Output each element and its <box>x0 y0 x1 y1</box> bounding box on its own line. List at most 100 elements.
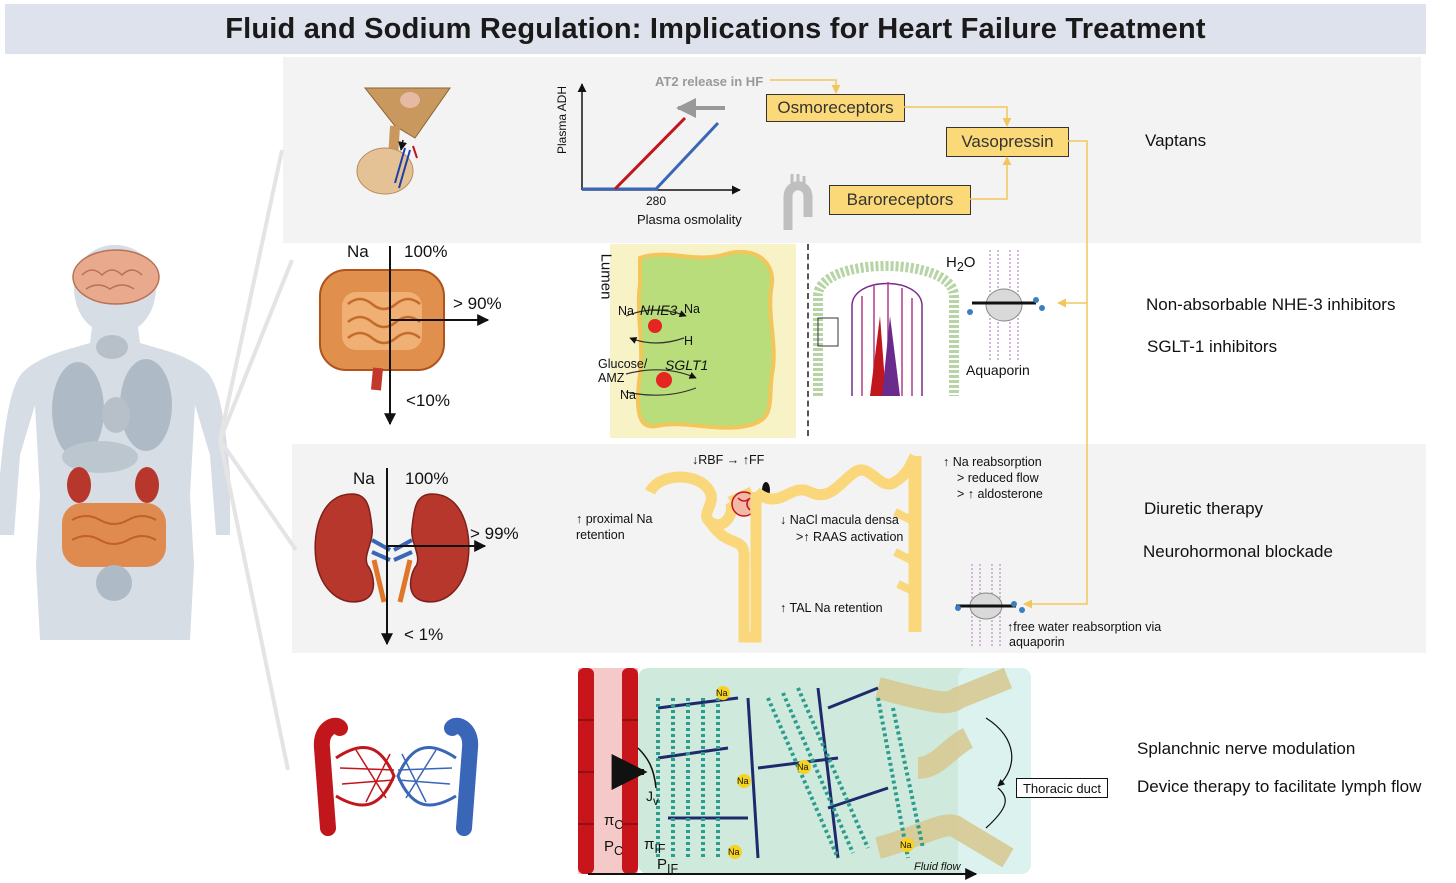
na-badge-label-1: Na <box>716 688 728 698</box>
kidney-pct-top: 100% <box>405 469 449 488</box>
free-water-label-2: aquaporin <box>1009 635 1065 649</box>
aortic-arch-illustration <box>783 174 813 230</box>
na-right-label: Na <box>684 302 700 316</box>
h2o-o: O <box>963 254 976 271</box>
aquaporin-channel-2 <box>955 564 1025 646</box>
nhe3-transporter <box>648 319 662 333</box>
aquaporin-label: Aquaporin <box>966 362 1030 378</box>
ff-text: FF <box>748 453 765 467</box>
connector-lines <box>218 149 298 771</box>
na-reabs-label-1: ↑ Na reabsorption <box>943 455 1042 469</box>
na-left-label: Na <box>618 304 634 318</box>
kidney-right-icon <box>135 467 159 503</box>
na-badge-1 <box>716 686 730 700</box>
vasopressin-box: Vasopressin <box>946 127 1069 157</box>
thoracic-duct-box: Thoracic duct <box>1016 778 1108 798</box>
macula-text-1: NaCl macula densa <box>789 513 899 527</box>
gut-na-label: Na <box>347 242 369 261</box>
thyroid-icon <box>96 335 128 359</box>
p-if-label: PIF <box>657 856 678 876</box>
na-reabs-text-3: > <box>957 487 965 501</box>
sglt1-transporter <box>656 372 672 388</box>
bladder-icon <box>96 565 132 601</box>
kidney-left-icon <box>67 467 91 503</box>
tal-label: ↑ TAL Na retention <box>780 601 883 615</box>
human-body-illustration <box>0 245 230 640</box>
pi-c-text: π <box>604 812 615 829</box>
h2o-sub: 2 <box>956 260 964 274</box>
kidney-pct-right: > 99% <box>470 524 519 543</box>
page-title: Fluid and Sodium Regulation: Implication… <box>225 12 1206 45</box>
adh-osmolality-chart <box>577 83 741 195</box>
treatment-vaptans: Vaptans <box>1145 131 1207 150</box>
pi-if-sub: IF <box>654 842 666 856</box>
nhe3-label: NHE3 <box>640 302 678 318</box>
rbf-text: RBF → <box>698 453 743 467</box>
glucose-label: Glucose/ <box>598 357 648 371</box>
treatment-nhe3: Non-absorbable NHE-3 inhibitors <box>1146 295 1396 314</box>
pi-if-label: πIF <box>644 836 665 856</box>
hf-adh-line <box>613 116 687 191</box>
fluid-flow-label: Fluid flow <box>914 861 961 873</box>
osmoreceptors-box: Osmoreceptors <box>766 94 905 122</box>
na-badge-3 <box>797 760 811 774</box>
h2o-h: H <box>946 254 957 271</box>
treatment-sglt1: SGLT-1 inhibitors <box>1147 337 1278 356</box>
sglt1-label: SGLT1 <box>665 357 709 373</box>
na-reabs-label-3: > ↑ aldosterone <box>957 487 1043 501</box>
na-badge-label-4: Na <box>728 847 740 857</box>
gut-pct-bottom: <10% <box>406 391 450 410</box>
treatment-diuretic: Diuretic therapy <box>1144 499 1264 518</box>
p-if-text: P <box>657 856 668 873</box>
gut-pct-top: 100% <box>404 242 448 261</box>
proximal-label-1: ↑ proximal Na <box>576 512 653 526</box>
p-c-label: PC <box>604 838 623 858</box>
chart-x-tick: 280 <box>646 194 667 208</box>
gut-pct-right: > 90% <box>453 294 502 313</box>
na-bottom-label: Na <box>620 388 636 402</box>
kidney-pct-bottom: < 1% <box>404 625 444 644</box>
chart-x-label: Plasma osmolality <box>637 212 742 227</box>
interstitium-illustration <box>578 667 1031 880</box>
dashed-divider <box>807 244 809 436</box>
p-c-text: P <box>604 838 615 855</box>
p-if-sub: IF <box>667 862 679 876</box>
pi-if-text: π <box>644 836 655 853</box>
pituitary-illustration <box>356 87 451 195</box>
heart-icon <box>102 397 130 433</box>
free-water-text-1: free water reabsorption via <box>1013 620 1162 634</box>
macula-label-2: >↑ RAAS activation <box>796 530 904 544</box>
jv-label: Jv <box>646 788 659 808</box>
baroreceptors-box: Baroreceptors <box>829 185 971 215</box>
free-water-label-1: ↑free water reabsorption via <box>1007 620 1162 634</box>
na-reabs-text-4: aldosterone <box>977 487 1043 501</box>
pi-c-label: πC <box>604 812 623 832</box>
rbf-label: ↓RBF → ↑FF <box>692 453 765 467</box>
macula-text-2: > <box>796 530 804 544</box>
treatment-neurohormonal: Neurohormonal blockade <box>1143 542 1333 561</box>
enterocyte-illustration <box>610 244 796 438</box>
kidney-na-label: Na <box>353 469 375 488</box>
treatment-lymph-device: Device therapy to facilitate lymph flow <box>1137 777 1422 796</box>
intestine-axes <box>384 246 490 426</box>
macula-text-3: RAAS activation <box>813 530 904 544</box>
liver-icon <box>62 441 138 473</box>
pi-c-sub: C <box>614 818 624 832</box>
capillary-bed-illustration <box>313 717 479 836</box>
tal-text: TAL Na retention <box>789 601 883 615</box>
intestine-icon <box>62 503 166 567</box>
lumen-label: Lumen <box>597 253 615 300</box>
na-badge-label-2: Na <box>737 776 749 786</box>
thoracic-duct-label: Thoracic duct <box>1022 780 1102 796</box>
brain-icon <box>72 249 160 305</box>
lung-right-icon <box>120 359 172 451</box>
proximal-label-2: retention <box>576 528 625 542</box>
jv-text: J <box>646 788 653 804</box>
p-c-sub: C <box>614 844 624 858</box>
na-badge-2 <box>737 774 751 788</box>
intestine-illustration <box>319 269 445 391</box>
jv-sub: v <box>653 794 659 808</box>
na-badge-label-5: Na <box>900 840 912 850</box>
nephron-illustration <box>645 453 922 643</box>
lung-left-icon <box>52 362 104 458</box>
